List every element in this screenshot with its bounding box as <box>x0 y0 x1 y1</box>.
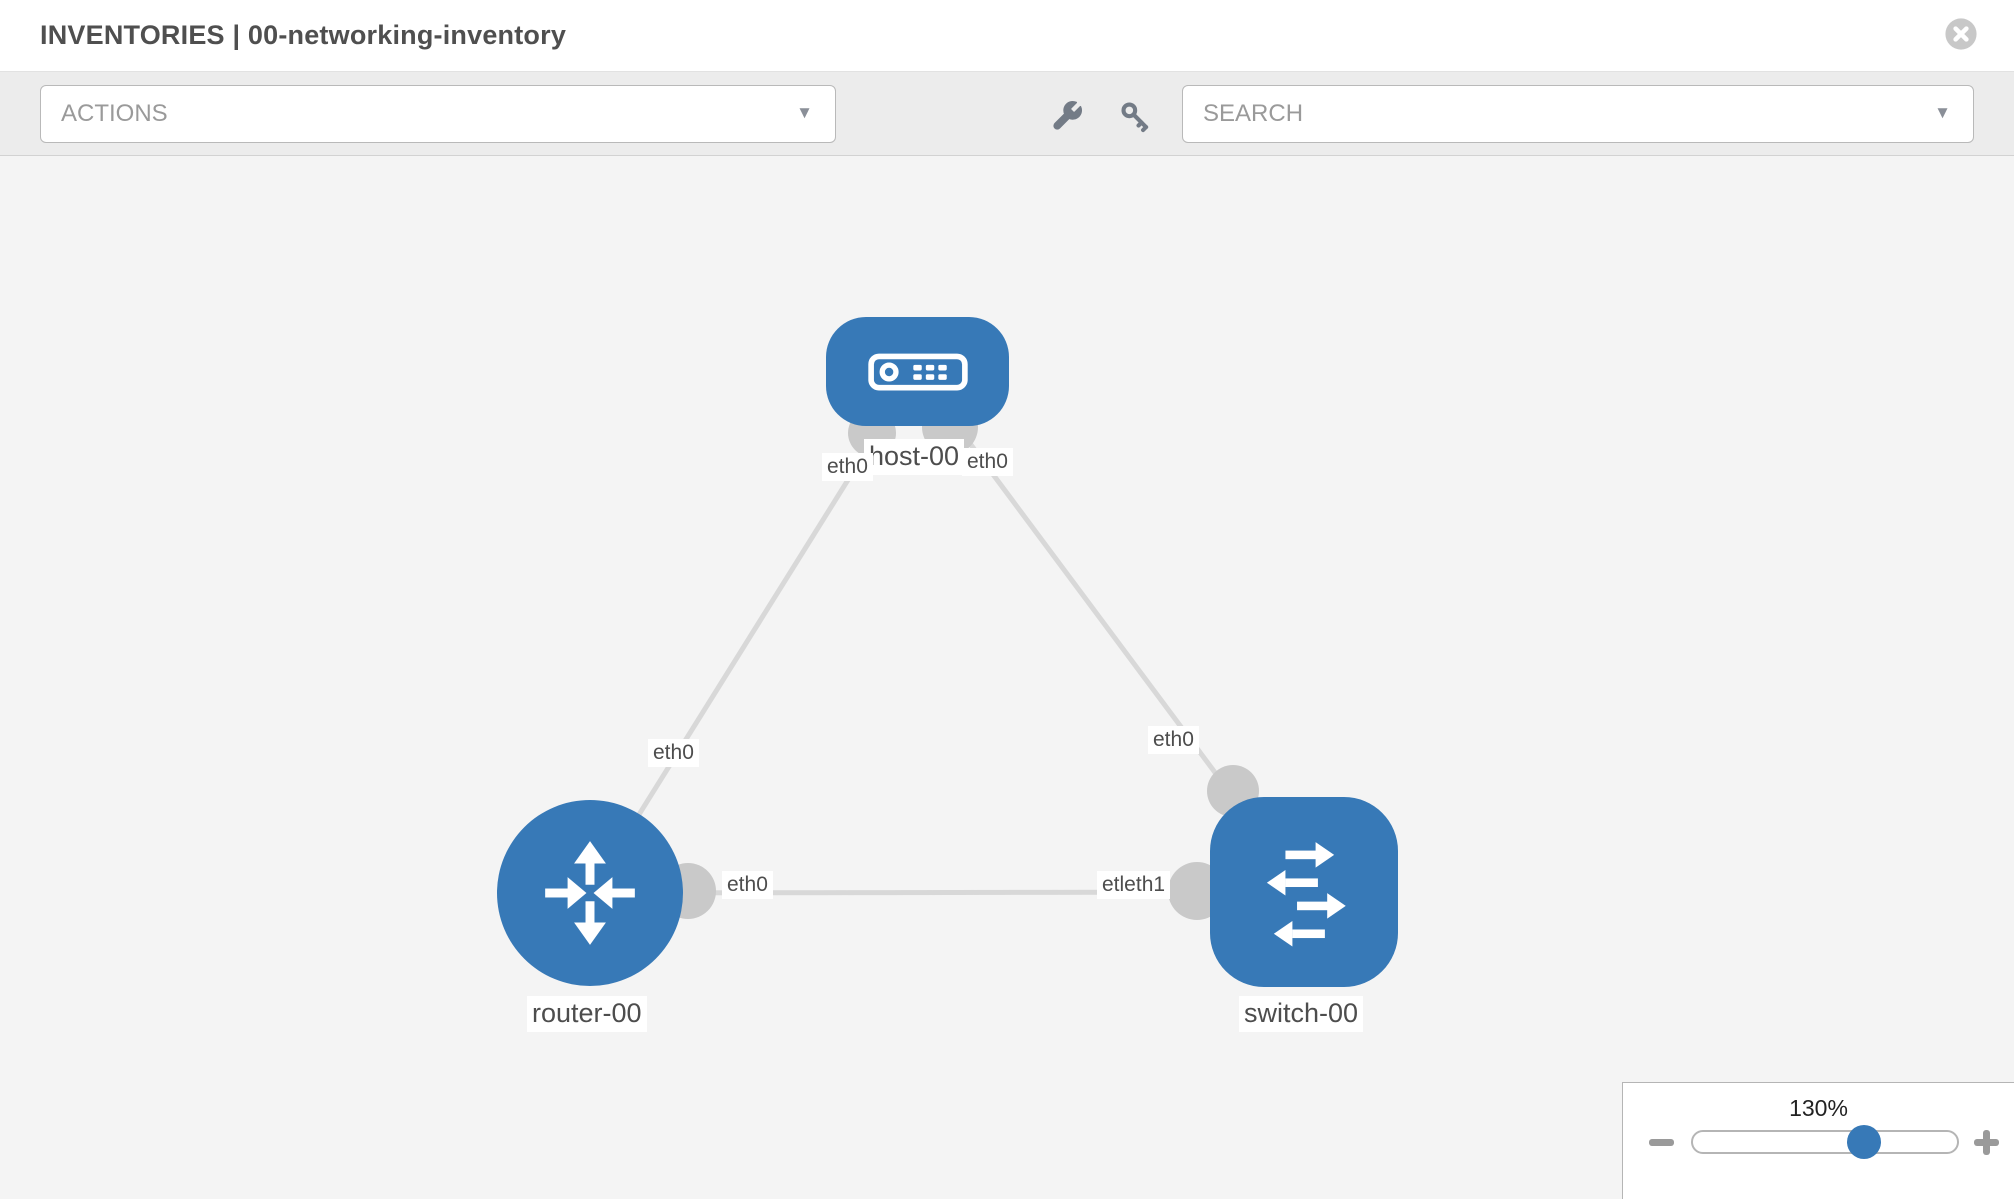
toolbar: ACTIONS ▼ SEARCH ▼ <box>0 72 2014 156</box>
chevron-down-icon: ▼ <box>796 103 813 123</box>
node-router-00[interactable] <box>497 800 683 986</box>
interface-label-router-eth0-uplink: eth0 <box>648 739 699 768</box>
zoom-level: 130% <box>1789 1095 1848 1121</box>
router-icon <box>545 841 635 945</box>
actions-dropdown-label: ACTIONS <box>61 100 168 127</box>
chevron-down-icon: ▼ <box>1934 103 1951 123</box>
search-dropdown[interactable]: SEARCH ▼ <box>1182 85 1974 143</box>
search-dropdown-label: SEARCH <box>1203 100 1304 127</box>
node-label-router-00: router-00 <box>527 996 647 1032</box>
configure-button[interactable] <box>1050 99 1084 133</box>
actions-dropdown[interactable]: ACTIONS ▼ <box>40 85 836 143</box>
node-switch-00[interactable] <box>1210 797 1398 987</box>
header: INVENTORIES | 00-networking-inventory <box>0 0 2014 72</box>
zoom-panel: 130% <box>1622 1082 2014 1199</box>
switch-icon <box>1266 842 1346 947</box>
interface-label-host-eth0-right: eth0 <box>962 448 1013 477</box>
interface-label-router-eth0: eth0 <box>722 871 773 900</box>
page-title: INVENTORIES | 00-networking-inventory <box>40 20 567 50</box>
interface-label-switch-eth0: eth0 <box>1148 726 1199 755</box>
wrench-icon <box>1053 101 1082 130</box>
interface-label-host-eth0-left: eth0 <box>822 453 873 482</box>
credentials-button[interactable] <box>1118 99 1152 133</box>
zoom-slider-thumb[interactable] <box>1847 1125 1881 1159</box>
node-label-host-00: host-00 <box>864 439 965 475</box>
host-icon <box>867 353 968 390</box>
close-button[interactable] <box>1944 17 1978 51</box>
zoom-in-icon[interactable] <box>1974 1130 1999 1155</box>
node-label-switch-00: switch-00 <box>1239 996 1364 1032</box>
topology-edges <box>587 369 1307 920</box>
topology-canvas[interactable]: host-00 router-00 switch-00 eth0 eth0 et… <box>0 156 2014 1199</box>
key-icon <box>1121 102 1149 133</box>
close-icon <box>1945 18 1977 50</box>
interface-label-switch-eth1: etleth1 <box>1097 871 1171 900</box>
zoom-out-icon[interactable] <box>1649 1139 1674 1146</box>
zoom-slider[interactable] <box>1691 1125 1959 1159</box>
interface-ports <box>660 399 1259 920</box>
node-host-00[interactable] <box>826 317 1009 426</box>
